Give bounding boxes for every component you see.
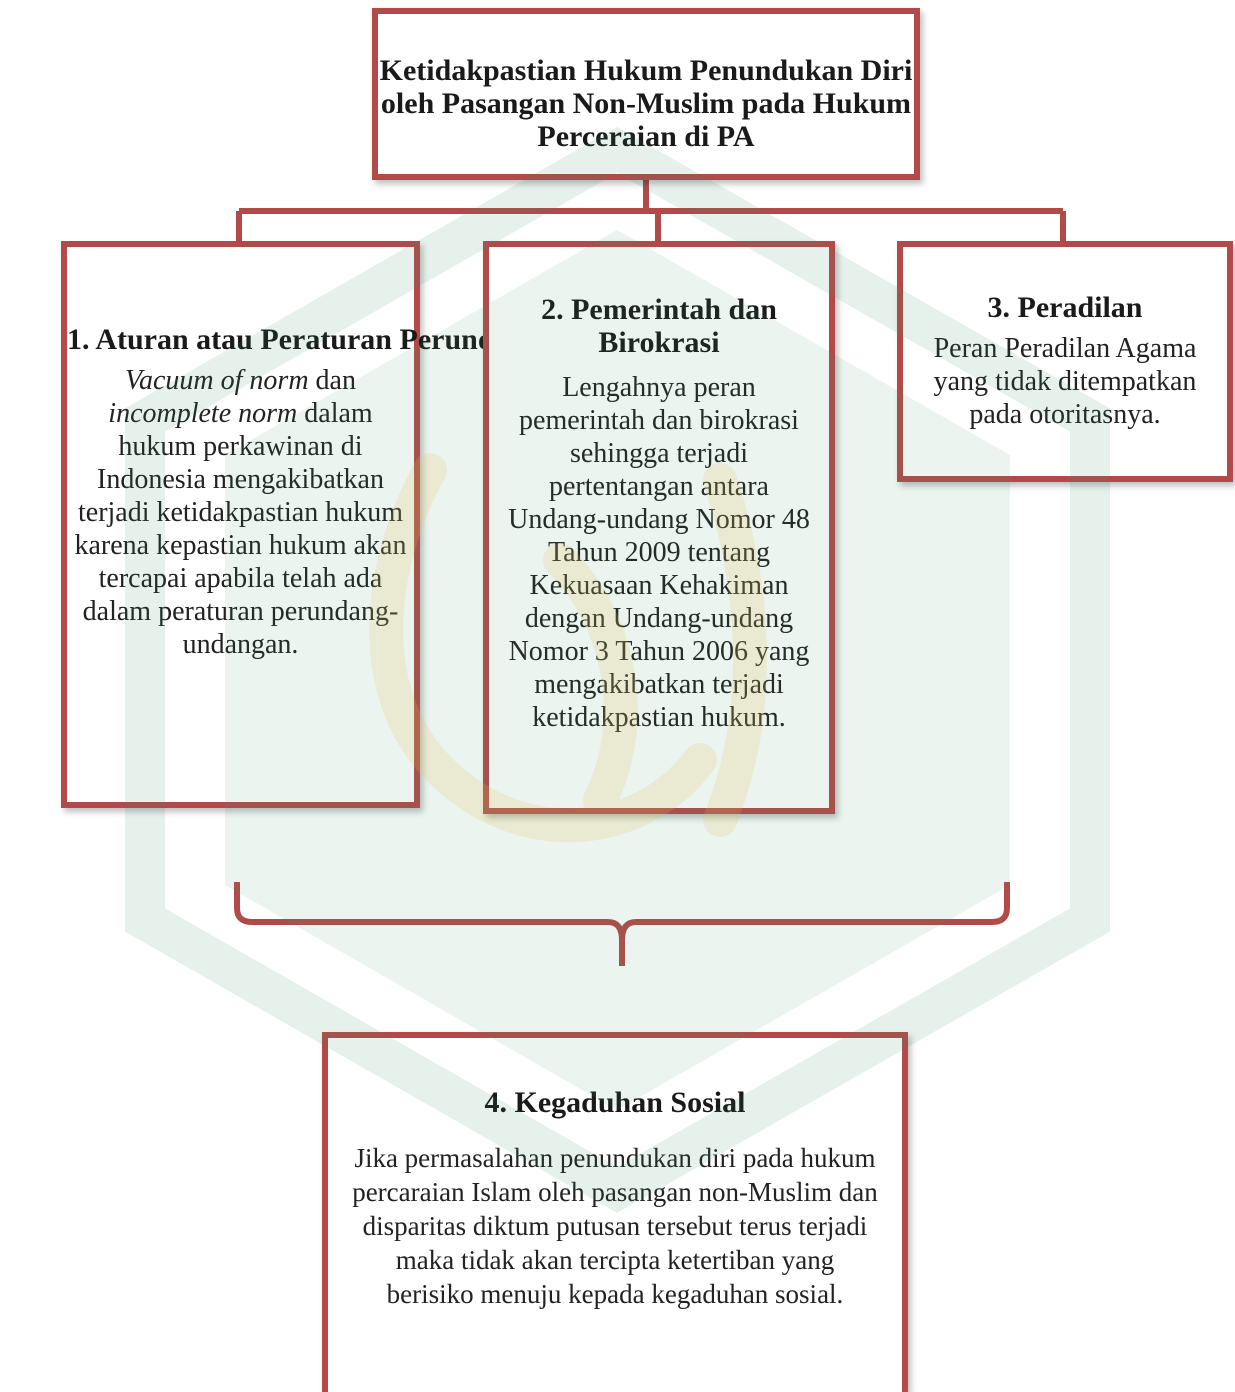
- cause-1-title: 1. Aturan atau Peraturan Perundang-undan…: [67, 323, 680, 356]
- cause-box-regulation: 1. Aturan atau Peraturan Perundang-undan…: [61, 241, 680, 808]
- cause-2-body: Lengahnya peran pemerintah dan birokrasi…: [508, 372, 810, 733]
- cause-1-italic-1: Vacuum of norm: [125, 365, 309, 396]
- cause-1-body: Vacuum of norm dan incomplete norm dalam…: [67, 364, 414, 661]
- brace-connector: [234, 882, 1010, 966]
- effect-box-social-unrest: 4. Kegaduhan Sosial Jika permasalahan pe…: [322, 1032, 908, 1392]
- cause-1-text-1: dan: [308, 365, 356, 396]
- cause-1-italic-2: incomplete norm: [108, 398, 298, 429]
- effect-body: Jika permasalahan penundukan diri pada h…: [352, 1143, 878, 1309]
- cause-box-court: 3. Peradilan Peran Peradilan Agama yang …: [897, 241, 1233, 482]
- central-problem-box: Ketidakpastian Hukum Penundukan Diri ole…: [372, 8, 920, 180]
- cause-box-government: 2. Pemerintah dan Birokrasi Lengahnya pe…: [483, 241, 835, 814]
- central-problem-title: Ketidakpastian Hukum Penundukan Diri ole…: [379, 54, 913, 153]
- cause-2-title: 2. Pemerintah dan Birokrasi: [541, 293, 777, 359]
- effect-title: 4. Kegaduhan Sosial: [484, 1086, 746, 1119]
- cause-1-text-2: dalam hukum perkawinan di Indonesia meng…: [74, 398, 407, 660]
- cause-3-body: Peran Peradilan Agama yang tidak ditempa…: [933, 333, 1197, 430]
- cause-3-title: 3. Peradilan: [987, 291, 1143, 324]
